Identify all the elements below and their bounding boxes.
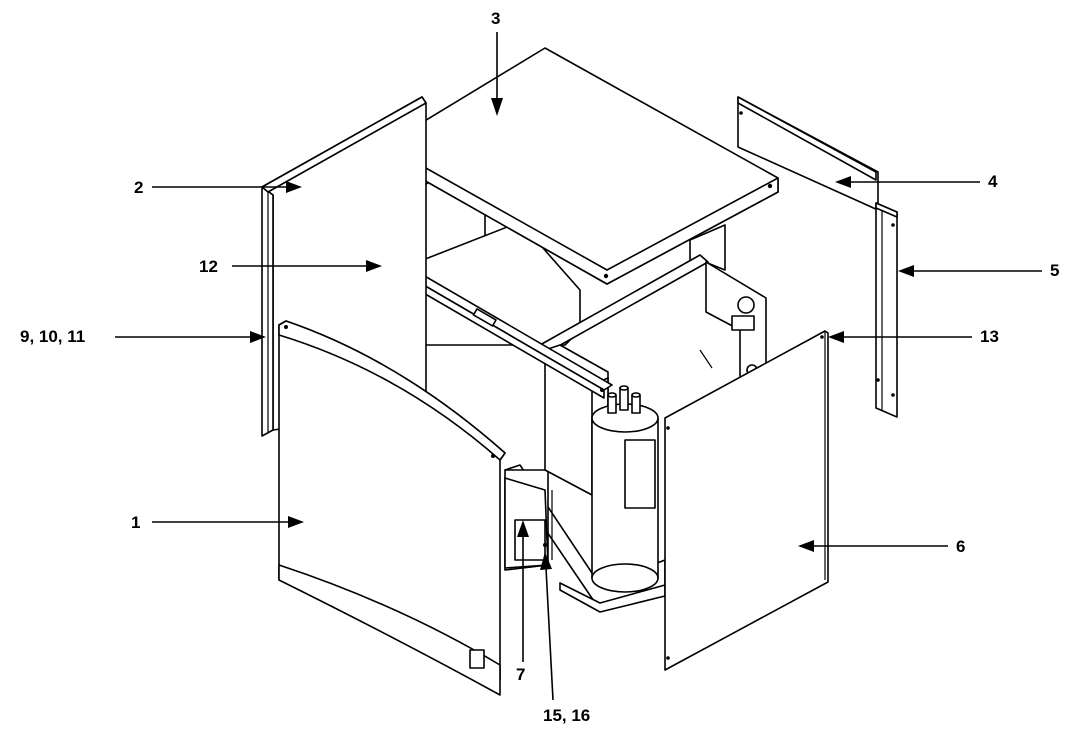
callout-13-label: 13 [980,327,999,346]
right-front-panel [664,330,829,671]
callout-2: 2 [134,178,302,197]
callout-7: 7 [516,520,529,684]
callout-1: 1 [131,513,304,532]
right-rear-trim [875,202,898,418]
front-panel [278,320,506,696]
callout-9-10-11-label: 9, 10, 11 [20,327,85,346]
callout-15-16: 15, 16 [540,552,590,725]
callout-15-16-label: 15, 16 [543,706,590,725]
callout-4-label: 4 [988,172,998,191]
callout-7-label: 7 [516,665,525,684]
callout-2-label: 2 [134,178,143,197]
callout-12: 12 [199,257,382,276]
callout-6: 6 [798,537,965,556]
callout-9-10-11: 9, 10, 11 [20,327,266,346]
callout-3: 3 [491,9,503,116]
callout-6-label: 6 [956,537,965,556]
callout-13: 13 [828,327,999,346]
callout-1-label: 1 [131,513,140,532]
callout-12-label: 12 [199,257,218,276]
callout-4: 4 [835,172,998,191]
callout-3-label: 3 [491,9,500,28]
filter-drawer [504,477,553,569]
water-tank-cylinder [591,385,659,593]
callout-5: 5 [898,261,1059,280]
callout-5-label: 5 [1050,261,1059,280]
